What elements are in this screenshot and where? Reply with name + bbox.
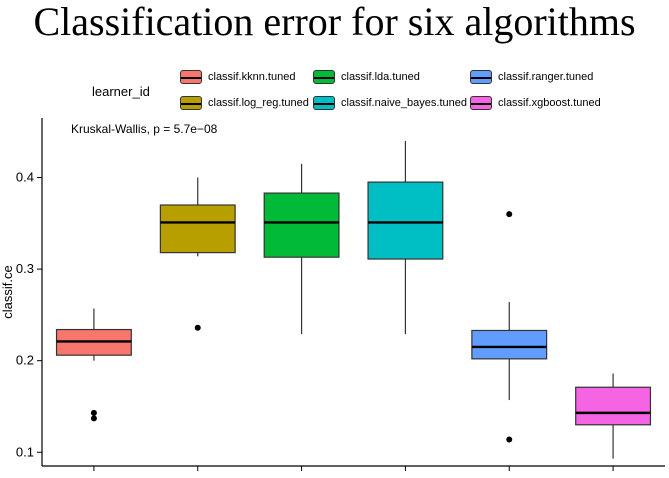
- legend-label-log-reg: classif.log_reg.tuned: [208, 97, 309, 109]
- y-axis-label: classif.ce: [0, 265, 15, 318]
- box-body-5: [575, 386, 652, 426]
- legend-key-ranger: [470, 70, 492, 84]
- outlier-4-0: [506, 211, 513, 218]
- box-classif.ranger.tuned: [471, 211, 548, 443]
- legend-label-xgboost: classif.xgboost.tuned: [498, 97, 601, 109]
- legend-label-lda: classif.lda.tuned: [341, 71, 420, 83]
- chart-title: Classification error for six algorithms: [33, 0, 636, 44]
- legend-label-naive-bayes: classif.naive_bayes.tuned: [341, 97, 467, 109]
- outlier-4-1: [506, 436, 513, 443]
- legend-key-lda: [313, 70, 335, 84]
- legend-item-lda: classif.lda.tuned: [313, 70, 420, 84]
- box-body-4: [471, 329, 548, 360]
- outlier-0-1: [90, 415, 97, 422]
- x-axis-ticks: [93, 466, 614, 471]
- box-classif.naive_bayes.tuned: [367, 140, 444, 335]
- kruskal-wallis-annotation: Kruskal-Wallis, p = 5.7e−08: [71, 122, 218, 136]
- legend-item-naive-bayes: classif.naive_bayes.tuned: [313, 96, 467, 110]
- box-body-2: [263, 192, 340, 258]
- box-classif.lda.tuned: [263, 163, 340, 335]
- legend-item-ranger: classif.ranger.tuned: [470, 70, 593, 84]
- box-classif.kknn.tuned: [55, 308, 132, 422]
- box-body-3: [367, 181, 444, 260]
- legend-item-xgboost: classif.xgboost.tuned: [470, 96, 601, 110]
- y-axis-ticks: 0.1 0.2 0.3 0.4: [16, 170, 42, 459]
- legend-title: learner_id: [92, 84, 150, 99]
- legend-label-ranger: classif.ranger.tuned: [498, 71, 594, 83]
- box-classif.xgboost.tuned: [575, 373, 652, 459]
- outlier-1-0: [194, 324, 201, 331]
- box-classif.log_reg.tuned: [159, 177, 236, 331]
- legend-key-naive-bayes: [313, 96, 335, 110]
- legend-label-kknn: classif.kknn.tuned: [208, 71, 296, 83]
- outlier-0-0: [90, 409, 97, 416]
- legend-item-log-reg: classif.log_reg.tuned: [180, 96, 309, 110]
- y-tick-label-1: 0.2: [16, 353, 34, 368]
- legend-item-kknn: classif.kknn.tuned: [180, 70, 295, 84]
- y-tick-label-0: 0.1: [16, 444, 34, 459]
- legend-key-log-reg: [180, 96, 202, 110]
- y-tick-label-2: 0.3: [16, 261, 34, 276]
- plot-marks: [55, 140, 652, 459]
- box-body-1: [159, 204, 236, 254]
- legend-key-kknn: [180, 70, 202, 84]
- legend-key-xgboost: [470, 96, 492, 110]
- y-tick-label-3: 0.4: [16, 170, 34, 185]
